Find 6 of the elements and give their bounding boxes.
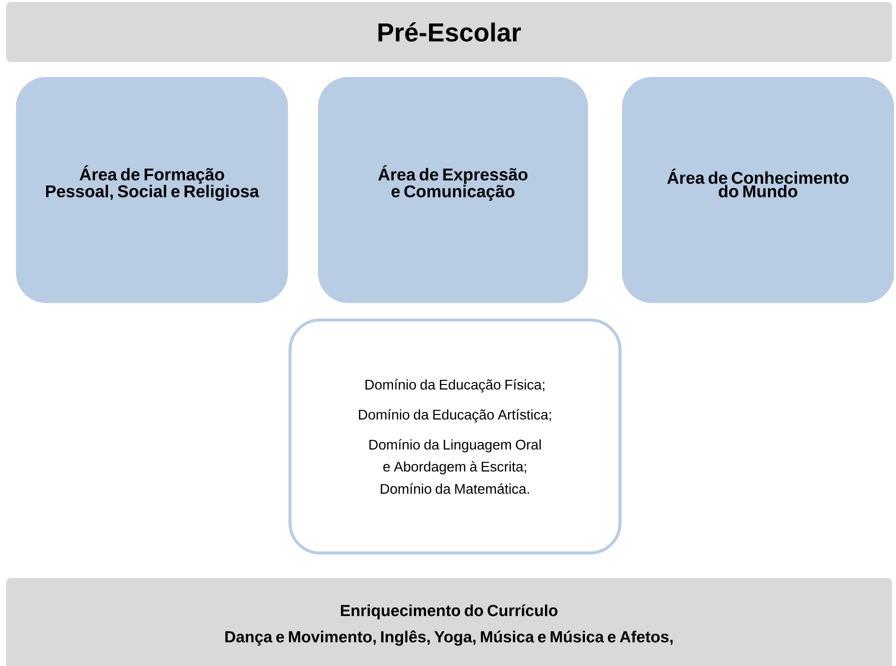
area-box: Área de Formação Pessoal, Social e Religiosa — [16, 77, 288, 303]
area-box: Área de Conhecimento do Mundo — [622, 77, 894, 303]
heading-band: Pré-Escolar — [6, 2, 892, 62]
heading-band: Enriquecimento do Currículo Dança e Movimento, Inglês, Yoga, Música e Música e Afetos, — [6, 578, 892, 666]
area-box: Área de Expressão e Comunicação — [318, 77, 588, 303]
domain-list-box: Domínio da Educação Física; Domínio da Educação Artística; Domínio da Linguagem Oral e Abordagem à Escrita; Domínio da Matemática. — [288, 318, 622, 554]
